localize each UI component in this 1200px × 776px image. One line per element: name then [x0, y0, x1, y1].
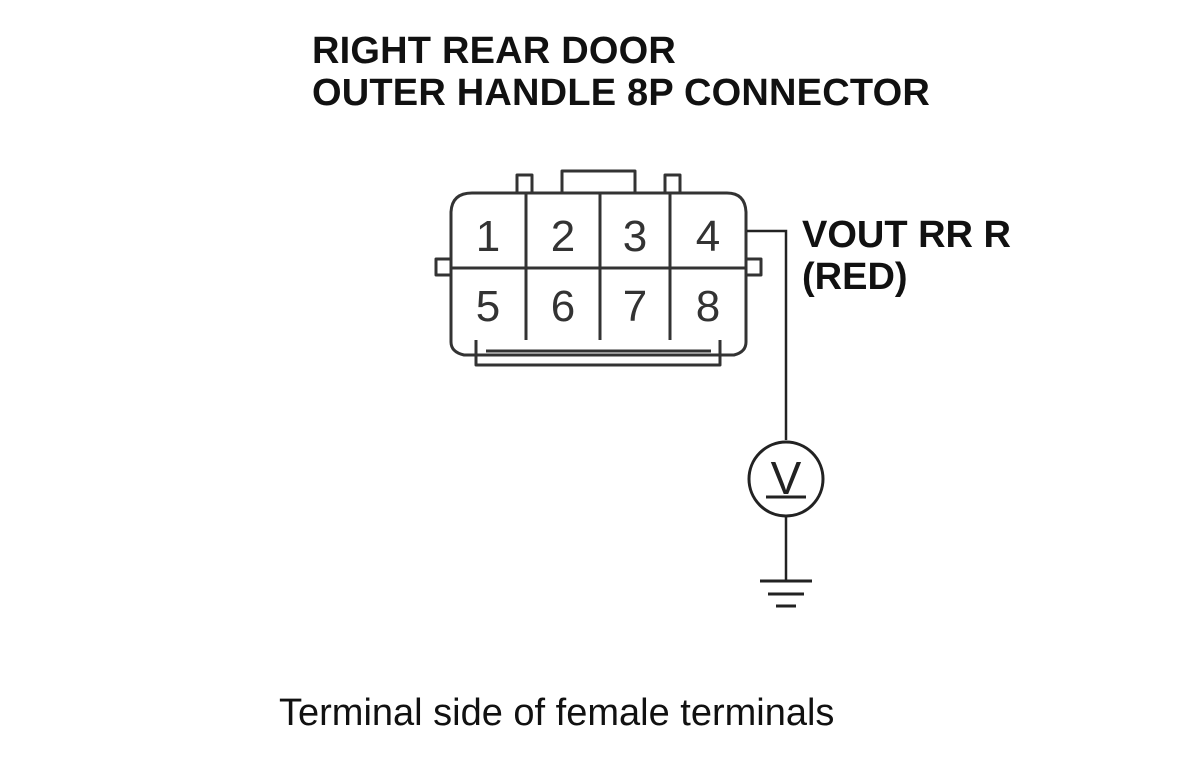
title-line-2: OUTER HANDLE 8P CONNECTOR [312, 72, 930, 114]
connector-housing [449, 191, 748, 357]
pin-8-label: 8 [696, 282, 720, 331]
ground-icon [760, 579, 812, 608]
voltmeter-icon: V [747, 440, 825, 518]
wire-label: VOUT RR R (RED) [802, 214, 1011, 298]
connector-latch-left [515, 173, 534, 193]
pin-3-label: 3 [623, 212, 647, 261]
connector-latch-center [560, 169, 637, 193]
wire-color: (RED) [802, 256, 908, 298]
diagram-caption: Terminal side of female terminals [279, 692, 835, 734]
pin-2-label: 2 [551, 212, 575, 261]
connector-side-tab-right [744, 257, 763, 277]
connector-side-tab-left [434, 257, 453, 277]
pin-1-label: 1 [476, 212, 500, 261]
connector-bottom-rail [474, 340, 722, 367]
pin-4-label: 4 [696, 212, 720, 261]
test-lead-wire [747, 229, 788, 440]
pin-5-label: 5 [476, 282, 500, 331]
pin-7-label: 7 [623, 282, 647, 331]
title-line-1: RIGHT REAR DOOR [312, 30, 676, 72]
pin-6-label: 6 [551, 282, 575, 331]
connector-latch-right [663, 173, 682, 193]
wire-name: VOUT RR R [802, 214, 1011, 256]
voltmeter-symbol: V [771, 452, 802, 504]
diagram-title: RIGHT REAR DOOR OUTER HANDLE 8P CONNECTO… [312, 30, 930, 114]
